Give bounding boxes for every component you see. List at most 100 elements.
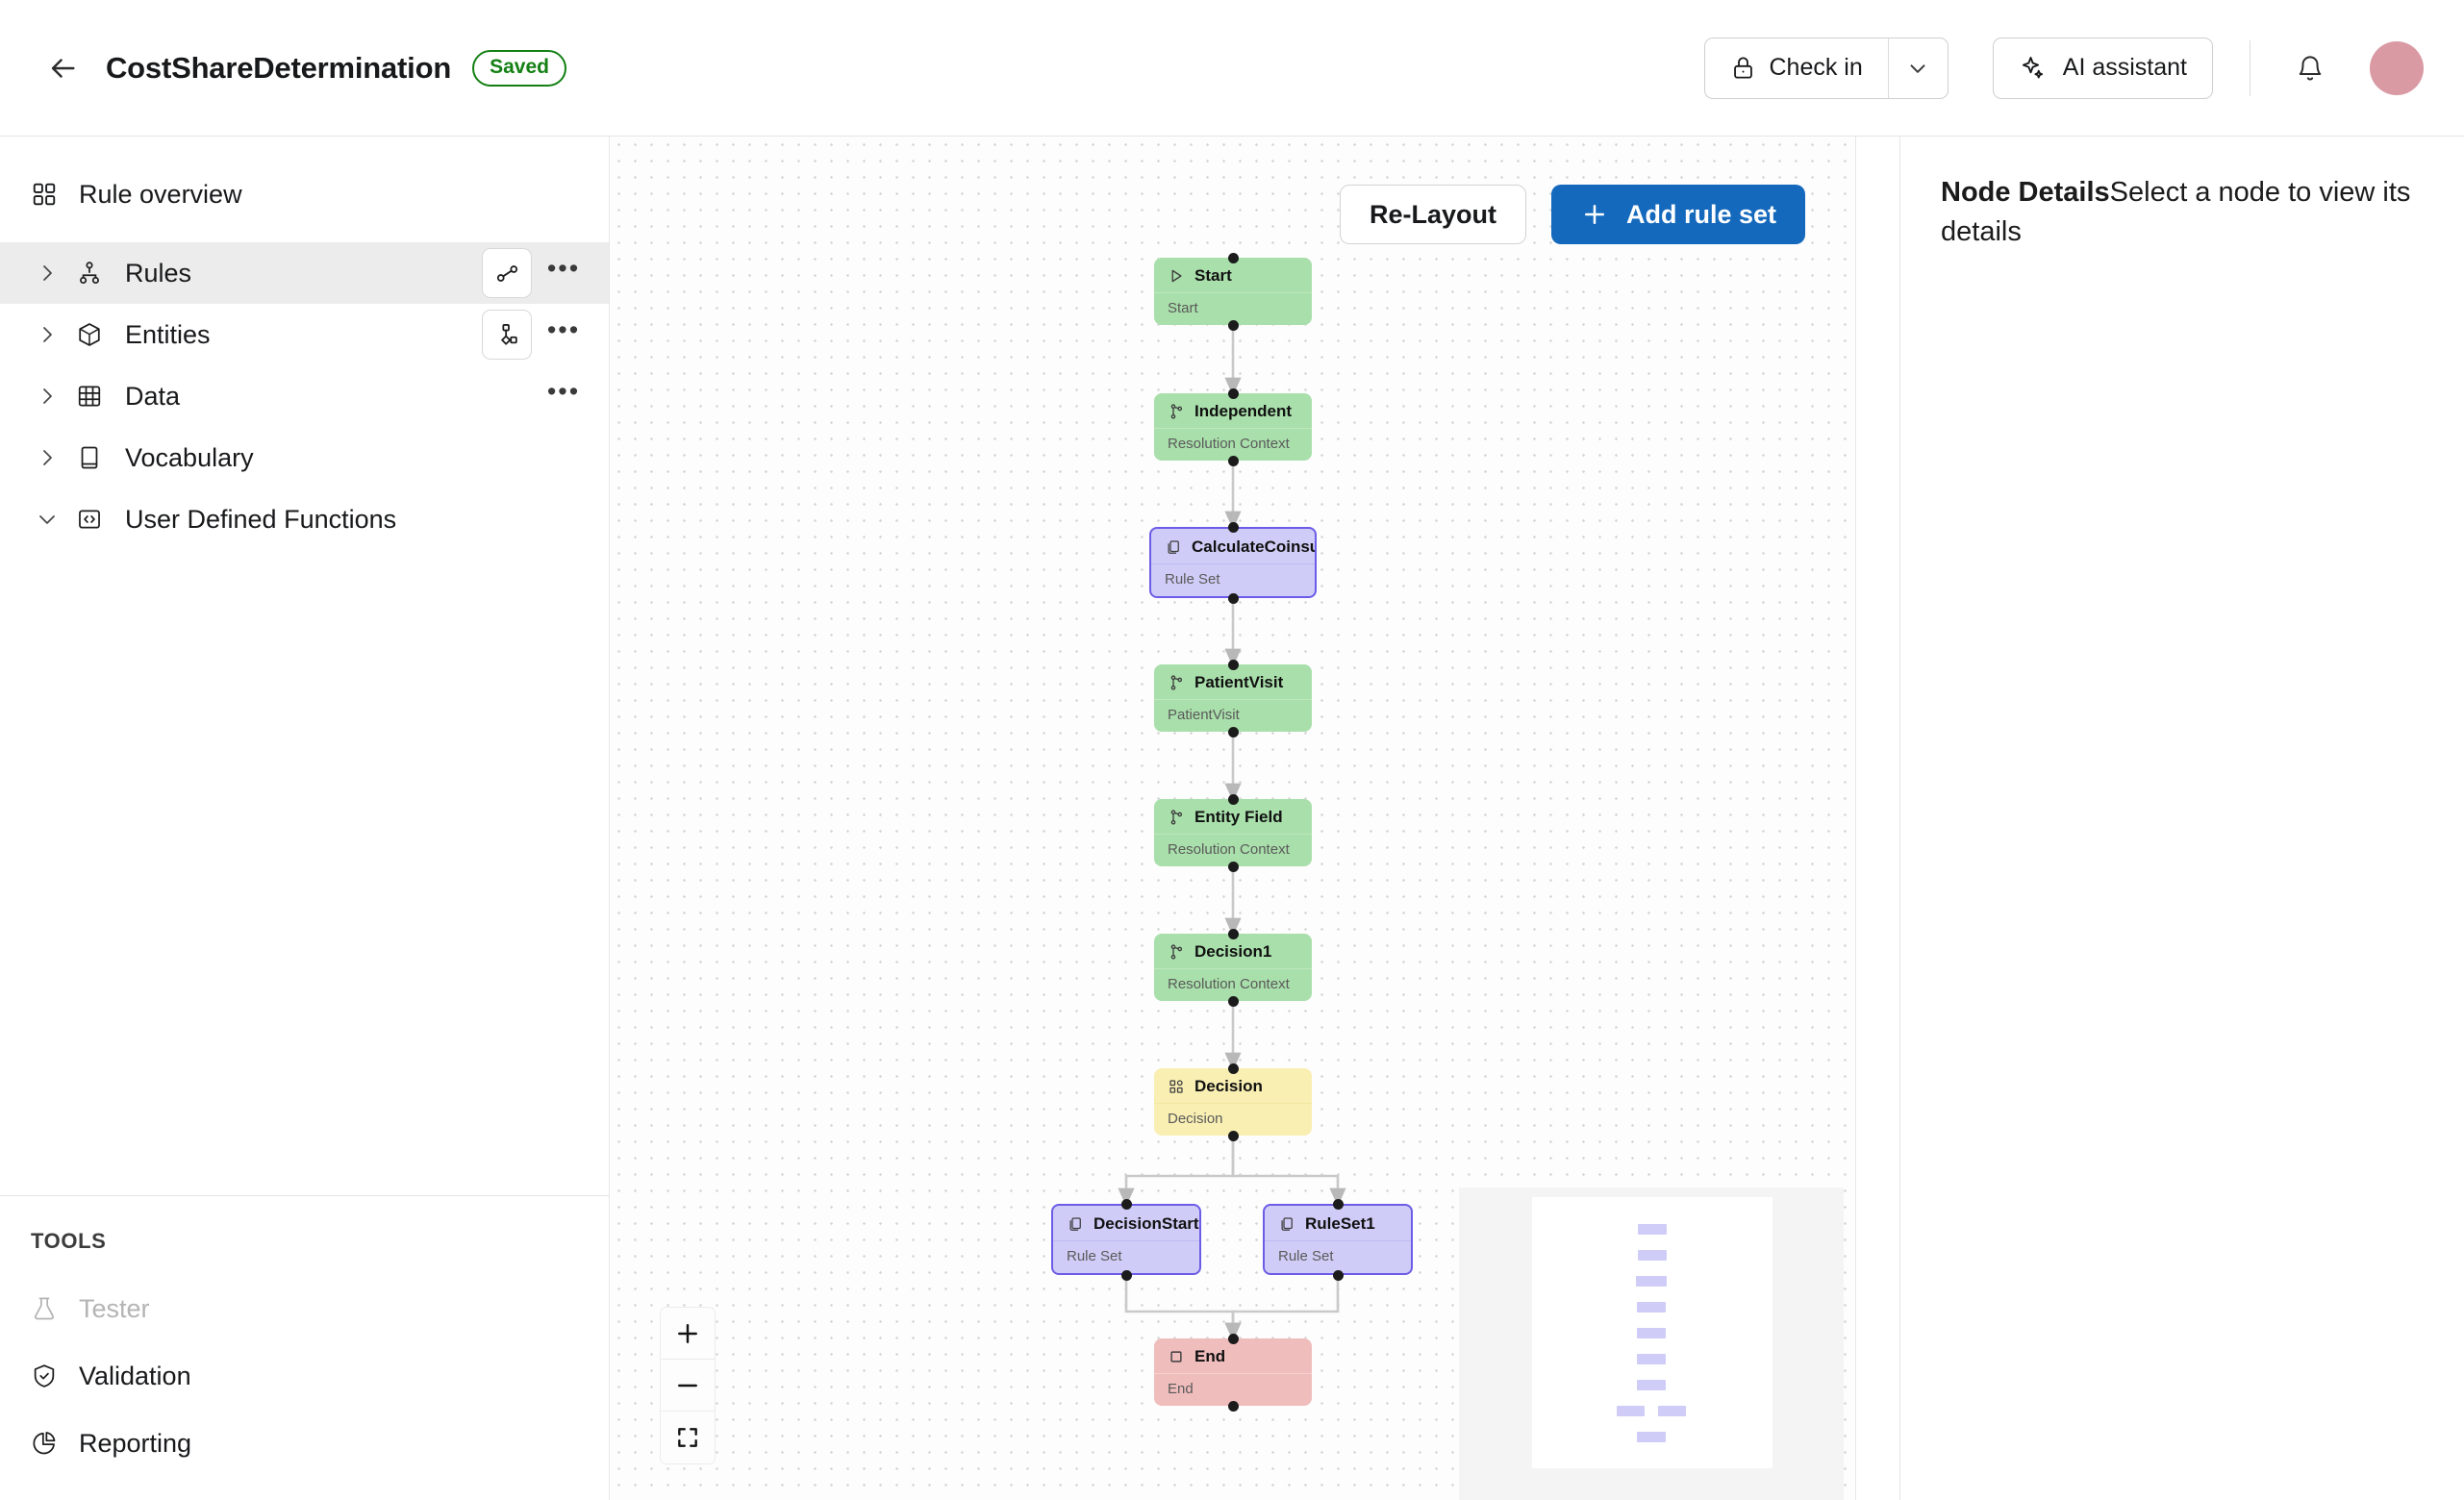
flow-node-header: CalculateCoinsurance — [1151, 529, 1315, 563]
flow-node-decision1[interactable]: Decision1Resolution Context — [1154, 934, 1312, 1001]
flow-node-port-in[interactable] — [1228, 660, 1239, 670]
check-in-label: Check in — [1770, 54, 1863, 82]
chevron-down-icon[interactable] — [31, 508, 63, 531]
zoom-in-button[interactable] — [661, 1308, 715, 1360]
flow-node-title: CalculateCoinsurance — [1192, 538, 1317, 557]
chevron-right-icon[interactable] — [31, 262, 63, 285]
zoom-controls — [661, 1308, 715, 1463]
top-bar-actions: Check in AI assistant — [1704, 38, 2425, 99]
flow-node-port-out[interactable] — [1228, 862, 1239, 872]
table-icon — [67, 383, 112, 410]
flow-link-icon-button[interactable] — [482, 248, 532, 298]
minimap-node — [1637, 1302, 1666, 1312]
flow-node-port-in[interactable] — [1333, 1199, 1344, 1210]
sidebar-item-user-defined-functions[interactable]: User Defined Functions — [0, 488, 609, 550]
flow-node-ruleset1[interactable]: RuleSet1Rule Set — [1263, 1204, 1413, 1275]
sidebar-item-rule-overview[interactable]: Rule overview — [0, 158, 609, 231]
flow-node-port-out[interactable] — [1228, 320, 1239, 331]
flow-node-port-out[interactable] — [1228, 1131, 1239, 1141]
flow-edge — [1126, 1275, 1233, 1332]
flow-edge — [1233, 1136, 1338, 1197]
flow-node-calculate[interactable]: CalculateCoinsuranceRule Set — [1149, 527, 1317, 598]
tools-section: TOOLS Tester Validation — [0, 1195, 609, 1500]
flow-node-title: Decision1 — [1194, 942, 1271, 962]
play-icon — [1168, 267, 1185, 285]
chevron-down-icon — [1905, 56, 1930, 81]
minus-icon — [674, 1372, 701, 1399]
flow-node-port-out[interactable] — [1228, 996, 1239, 1007]
tool-item-reporting[interactable]: Reporting — [0, 1410, 609, 1477]
check-in-button[interactable]: Check in — [1705, 38, 1888, 98]
sidebar-item-actions: ••• — [541, 374, 586, 418]
flow-node-header: DecisionStart — [1053, 1206, 1199, 1240]
flow-node-port-in[interactable] — [1228, 522, 1239, 533]
plus-icon — [674, 1320, 701, 1347]
chevron-right-icon[interactable] — [31, 385, 63, 408]
flow-node-patientvisit[interactable]: PatientVisitPatientVisit — [1154, 664, 1312, 732]
chevron-right-icon[interactable] — [31, 446, 63, 469]
sidebar-item-menu-button[interactable]: ••• — [541, 251, 586, 295]
flow-node-port-in[interactable] — [1228, 929, 1239, 939]
back-button[interactable] — [40, 46, 85, 90]
sidebar-item-entities[interactable]: Entities ••• — [0, 304, 609, 365]
flow-link-icon — [494, 261, 520, 287]
node-details-panel: Node DetailsSelect a node to view its de… — [1899, 137, 2464, 1500]
flow-node-end[interactable]: EndEnd — [1154, 1338, 1312, 1406]
node-details-content: Node DetailsSelect a node to view its de… — [1941, 173, 2424, 252]
sidebar-item-actions: ••• — [482, 310, 586, 360]
flow-node-decisionstart[interactable]: DecisionStartRule Set — [1051, 1204, 1201, 1275]
flow-node-port-in[interactable] — [1121, 1199, 1132, 1210]
flow-node-port-in[interactable] — [1228, 794, 1239, 805]
notifications-button[interactable] — [2287, 45, 2333, 91]
check-in-dropdown-button[interactable] — [1888, 38, 1948, 98]
flow-node-port-out[interactable] — [1228, 1401, 1239, 1412]
minimap-node — [1638, 1224, 1667, 1235]
sidebar-item-menu-button[interactable]: ••• — [541, 374, 586, 418]
flow-node-decision[interactable]: DecisionDecision — [1154, 1068, 1312, 1136]
flow-node-port-out[interactable] — [1333, 1270, 1344, 1281]
flow-node-port-out[interactable] — [1228, 456, 1239, 466]
sidebar-item-vocabulary[interactable]: Vocabulary — [0, 427, 609, 488]
lock-icon — [1730, 55, 1756, 81]
tools-section-title: TOOLS — [0, 1229, 609, 1254]
sidebar-item-menu-button[interactable]: ••• — [541, 312, 586, 357]
flow-node-header: RuleSet1 — [1265, 1206, 1411, 1240]
flow-node-independent[interactable]: IndependentResolution Context — [1154, 393, 1312, 461]
flow-node-port-out[interactable] — [1228, 593, 1239, 604]
fit-view-button[interactable] — [661, 1412, 715, 1463]
minimap-node — [1658, 1406, 1686, 1416]
flow-canvas[interactable]: StartStartIndependentResolution ContextC… — [611, 137, 1855, 1500]
flow-node-title: PatientVisit — [1194, 673, 1283, 692]
flow-node-port-in[interactable] — [1228, 388, 1239, 399]
tool-item-validation[interactable]: Validation — [0, 1342, 609, 1410]
entity-graph-icon-button[interactable] — [482, 310, 532, 360]
flow-node-port-in[interactable] — [1228, 1334, 1239, 1344]
flow-node-title: RuleSet1 — [1305, 1214, 1375, 1234]
flow-canvas-container: StartStartIndependentResolution ContextC… — [611, 137, 1856, 1500]
sidebar-item-data[interactable]: Data ••• — [0, 365, 609, 427]
flow-node-port-in[interactable] — [1228, 253, 1239, 263]
avatar[interactable] — [2370, 41, 2424, 95]
flow-node-port-out[interactable] — [1121, 1270, 1132, 1281]
zoom-out-button[interactable] — [661, 1360, 715, 1412]
minimap-node — [1636, 1276, 1667, 1287]
ruleset-icon — [1165, 538, 1182, 556]
flow-node-port-in[interactable] — [1228, 1063, 1239, 1074]
minimap-viewport[interactable] — [1532, 1197, 1773, 1468]
decision-icon — [1168, 1078, 1185, 1095]
flow-node-title: Entity Field — [1194, 808, 1283, 827]
ruleset-icon — [1278, 1215, 1295, 1233]
flow-node-start[interactable]: StartStart — [1154, 258, 1312, 325]
plus-icon — [1580, 200, 1609, 229]
add-rule-set-button[interactable]: Add rule set — [1551, 185, 1805, 244]
chevron-right-icon[interactable] — [31, 323, 63, 346]
re-layout-button[interactable]: Re-Layout — [1340, 185, 1526, 244]
flow-node-port-out[interactable] — [1228, 727, 1239, 738]
stop-icon — [1168, 1348, 1185, 1365]
flow-node-entityfield[interactable]: Entity FieldResolution Context — [1154, 799, 1312, 866]
sidebar-item-rules[interactable]: Rules ••• — [0, 242, 609, 304]
flow-node-title: Independent — [1194, 402, 1292, 421]
minimap[interactable] — [1459, 1188, 1844, 1500]
sidebar-item-label: Rule overview — [79, 180, 242, 210]
ai-assistant-button[interactable]: AI assistant — [1993, 38, 2213, 99]
